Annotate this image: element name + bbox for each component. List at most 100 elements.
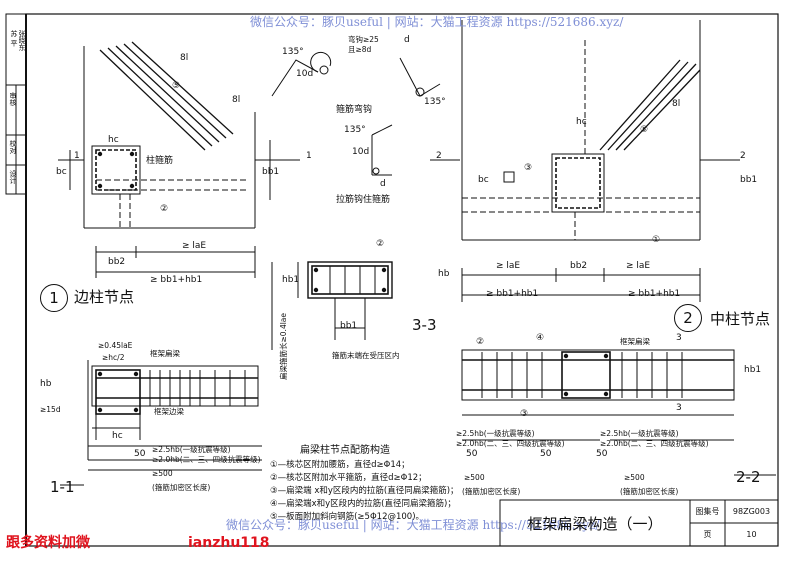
node1-number: 1 [40,284,68,312]
callout-1-right: ① [652,235,661,245]
dim-20hb-a: ≥2.0hb(二、三、四级抗震等级) [152,455,261,464]
node1-title: 边柱节点 [74,288,135,306]
dim-25hb-a: ≥2.5hb(一级抗震等级) [152,445,231,454]
dim-bb1: bb1 [262,167,280,177]
dim-135-c: 135° [344,125,366,135]
label-frame-flat-beam-2: 框架扁梁 [620,337,650,346]
callout-2-left: ② [160,204,169,214]
dim-d-a: d [404,35,410,45]
note-item-4: ④—扁梁端x和y区段内的拉筋(直径同扁梁箍筋)； [270,499,456,509]
title-block-page-no: 10 [746,530,757,539]
dim-d-b: d [380,179,386,189]
cut-mark-1b: 1 [306,151,312,161]
watermark-bottom: 微信公众号：豚贝useful | 网站：大猫工程资源 https://52168… [226,518,600,532]
callout-5-right: ⑤ [640,125,649,135]
dim-500-a: ≥500 [152,469,173,478]
note-item-3: ③—扁梁端 x和y区段内的拉筋(直径同扁梁箍筋)； [270,486,459,496]
margin-check: 校对 [9,140,17,154]
dim-hc2: ≥hc/2 [102,353,125,362]
callout-2-sec33: ② [376,239,385,249]
dim-hb-sec33: hb [438,269,450,279]
dim-50-d: 50 [596,449,608,459]
notes-block: 扁梁柱节点配筋构造 ①—核芯区附加腰筋，直径d≥Φ14； ②—核芯区附加水平箍筋… [270,444,459,524]
dim-lae-1: ≥ laE [182,241,207,251]
dim-8l-b: 8l [232,95,241,105]
dim-bb1-sec33: bb1 [340,321,358,331]
section-label-2-2: 2-2 [736,468,761,486]
dim-dense-a: (箍筋加密区长度) [152,483,211,492]
dim-hook-note-1: 弯钩≥25 [348,35,379,44]
cut-mark-3b: 3 [676,403,682,413]
label-frame-flat-beam: 框架扁梁 [150,349,180,358]
dim-10d-a: 10d [296,69,314,79]
callout-5-left: ⑤ [172,81,181,91]
dim-hc: hc [108,135,119,145]
dim-50-a: 50 [134,449,146,459]
note-item-1: ①—核芯区附加腰筋，直径d≥Φ14； [270,460,410,470]
dim-25hb-b: ≥2.5hb(一级抗震等级) [456,429,535,438]
note-item-5: ⑤—板面附加斜向钢筋(≥5Φ12@100)。 [270,512,425,522]
label-flat-beam-width: 扁梁箍筋长≥0.4lae [279,312,288,380]
dim-10d-b: 10d [352,147,370,157]
callout-3-right: ③ [524,163,533,173]
cut-mark-2a: 2 [436,151,442,161]
cut-mark-1a: 1 [74,151,80,161]
dim-500-b: ≥500 [464,473,485,482]
dim-lae-3: ≥ laE [626,261,651,271]
watermark-top: 微信公众号：豚贝useful | 网站：大猫工程资源 https://52168… [250,15,624,29]
dim-8l-c: 8l [672,99,681,109]
label-column-stirrup: 柱箍筋 [146,156,174,166]
callout-2-sec22: ② [476,337,485,347]
cut-mark-2b: 2 [740,151,746,161]
margin-name-1: 苏 平 [10,30,18,47]
title-block-atlas-no: 98ZG003 [732,507,771,516]
notes-title: 扁梁柱节点配筋构造 [300,445,390,456]
dim-50-c: 50 [540,449,552,459]
section-label-3-3: 3-3 [412,316,437,334]
callout-4-sec22: ④ [536,333,545,343]
section-label-1-1: 1-1 [50,478,75,496]
label-frame-edge-beam: 框架边梁 [154,407,184,416]
dim-hc-right: hc [576,117,587,127]
dim-lae-2: ≥ laE [496,261,521,271]
label-stirrup-hook: 箍筋弯钩 [336,105,373,115]
dim-bc: bc [56,167,67,177]
dim-bhb-1: ≥ bb1+hb1 [150,275,203,285]
label-tie-hook: 拉筋钩住箍筋 [336,195,391,205]
dim-dense-c: (箍筋加密区长度) [620,487,679,496]
callout-3-sec22: ③ [520,409,529,419]
dim-bc-right: bc [478,175,489,185]
cut-mark-3a: 3 [676,333,682,343]
note-item-2: ②—核芯区附加水平箍筋，直径d≥Φ12； [270,473,427,483]
dim-hb1-sec33: hb1 [282,275,300,285]
dim-50-b: 50 [466,449,478,459]
dim-15d: ≥15d [40,405,61,414]
dim-bb2-right: bb2 [570,261,588,271]
dim-bhb-3: ≥ bb1+hb1 [628,289,681,299]
dim-135-a: 135° [282,47,304,57]
dim-bb2: bb2 [108,257,126,267]
dim-hc-11: hc [112,431,123,441]
title-block-page-label: 页 [703,530,712,539]
dim-25hb-c: ≥2.5hb(一级抗震等级) [600,429,679,438]
title-block-atlas-label: 图集号 [695,507,720,516]
node2-number: 2 [674,304,702,332]
dim-8l-a: 8l [180,53,189,63]
node2-title: 中柱节点 [710,310,771,328]
label-stirrup-bottom: 箍筋末端在受压区内 [332,351,400,360]
margin-name-2: 张晓东 [18,30,26,51]
dim-045lae: ≥0.45laE [98,341,133,350]
dim-dense-b: (箍筋加密区长度) [462,487,521,496]
dim-20hb-c: ≥2.0hb(二、三、四级抗震等级) [600,439,709,448]
dim-hook-note-2: 且≥8d [348,45,372,54]
margin-design: 设计 [9,170,17,184]
promo-right: ianzhu118 [188,535,270,551]
dim-135-b: 135° [424,97,446,107]
title-block-title: 框架扁梁构造（一） [527,514,663,533]
dim-20hb-b: ≥2.0hb(二、三、四级抗震等级) [456,439,565,448]
dim-hb1-22: hb1 [744,365,762,375]
dim-bb1-right: bb1 [740,175,758,185]
dim-bhb-2: ≥ bb1+hb1 [486,289,539,299]
margin-review: 审核 [9,92,17,106]
